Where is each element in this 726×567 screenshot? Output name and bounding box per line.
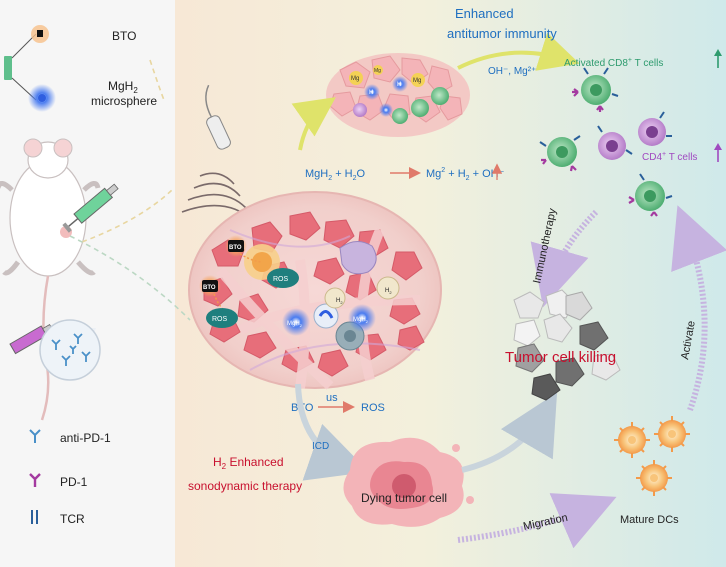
ros-bubble-2 (206, 308, 238, 328)
tumor-mgh2-label-2: MgH2 (353, 317, 369, 324)
activate-arrow (671, 205, 726, 412)
legend-connector (149, 59, 165, 101)
main-tumor-tissue (188, 191, 442, 390)
ultrasound-activation-arrow (291, 97, 336, 151)
macrophage-cell (339, 241, 377, 275)
cd8-label: Activated CD8+ T cells (564, 57, 663, 69)
dying-cell-label: Dying tumor cell (361, 491, 447, 505)
ion-label: OH⁻, Mg²⁺ (488, 66, 536, 77)
mini-mg-label-2: Mg (413, 78, 421, 84)
mature-dc-cells (614, 416, 690, 496)
icd-arrow (295, 383, 370, 481)
bto-particle-2 (199, 275, 221, 297)
ultrasound-probe-icon (205, 84, 231, 150)
bto-legend-icon (31, 25, 49, 43)
ion-release-arrow (457, 32, 580, 71)
cd8-increase-arrowhead (714, 49, 722, 56)
sono-us-label: us (326, 392, 338, 404)
tcr-legend-icon (31, 510, 38, 524)
tcr-legend-label: TCR (60, 512, 85, 526)
cd4-label: CD4+ T cells (642, 151, 697, 163)
immunity-title-line2: antitumor immunity (447, 26, 557, 41)
tumor-killing-label: Tumor cell killing (505, 349, 616, 366)
ros-generation-paths (213, 253, 263, 309)
reaction-left: MgH2 + H2O (305, 168, 366, 182)
sono-ros-label: ROS (361, 402, 385, 414)
pd1-legend-icon (29, 473, 41, 487)
mgh2-legend-icon (28, 84, 56, 112)
t-cell-cluster (539, 67, 673, 217)
antibody-magnified-circle (39, 319, 101, 381)
immunity-title-line1: Enhanced (455, 6, 514, 21)
bto-legend-label: BTO (112, 29, 136, 43)
reaction-right: Mg2 + H2 + OH⁻ (426, 167, 505, 182)
anti-pd1-legend-icon (29, 429, 41, 443)
tumor-h2-label-2: H2 (385, 288, 392, 295)
pd1-legend-label: PD-1 (60, 475, 88, 489)
immunotherapy-arrow (530, 209, 599, 308)
injection-syringe-icon (62, 183, 119, 233)
tumor-ros-label-1: ROS (273, 276, 289, 283)
tumor-bto-label-2: BTO (203, 285, 216, 291)
mgh2-legend-label-line2: microsphere (91, 94, 157, 108)
tumor-site-connector (81, 189, 173, 243)
icd-label: ICD (312, 441, 329, 452)
mini-h-label-1: H (397, 82, 401, 88)
tumor-killing-cluster (513, 289, 621, 401)
mgh2-legend-label: MgH2 (108, 79, 138, 95)
bto-particle-1 (225, 235, 247, 257)
tumor-mgh2-label-1: MgH2 (287, 321, 303, 328)
tumor-ros-label-2: ROS (212, 316, 228, 323)
mini-tumor-cluster (326, 53, 470, 137)
anti-pd1-legend-label: anti-PD-1 (60, 431, 111, 445)
mini-mg-label-3: Mg (374, 68, 381, 74)
therapy-title-line2: sonodynamic therapy (188, 479, 302, 493)
therapy-title-line1: H2 Enhanced (213, 455, 284, 471)
tumor-bto-label-1: BTO (229, 245, 242, 251)
mouse-illustration (0, 138, 101, 421)
mini-h-label-2: H (369, 90, 373, 96)
killing-feedback-arrow (461, 392, 558, 473)
cd4-increase-arrowhead (714, 143, 722, 150)
tumor-h2-label-1: H2 (336, 298, 343, 305)
dying-tumor-cell (343, 437, 474, 527)
ros-bubble-1 (267, 268, 299, 288)
mini-mg-label-1: Mg (351, 76, 359, 82)
migration-arrow (457, 493, 617, 549)
tumor-site-connector-lower (69, 235, 191, 321)
mature-dcs-label: Mature DCs (620, 514, 679, 526)
